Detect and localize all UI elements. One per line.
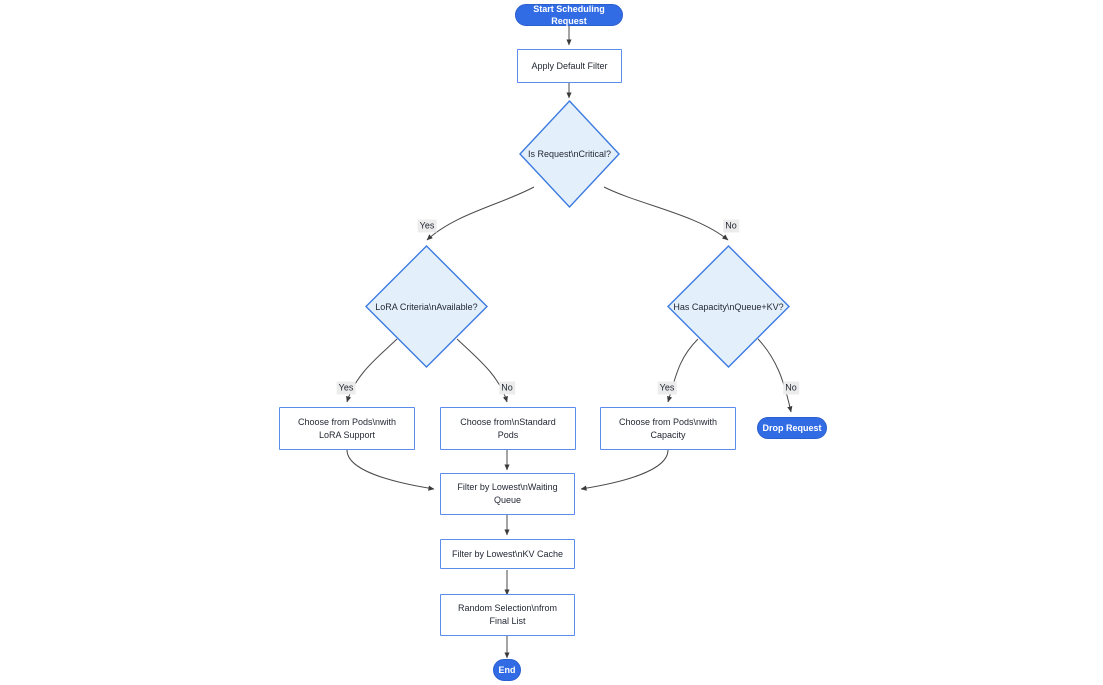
edge-label-capacity-no: No — [783, 381, 799, 395]
node-has-capacity[interactable]: Has Capacity\nQueue+KV? — [667, 245, 790, 368]
node-random-selection[interactable]: Random Selection\nfrom Final List — [440, 594, 575, 636]
node-start-label: Start Scheduling Request — [533, 4, 605, 26]
node-lora-criteria-available-label: LoRA Criteria\nAvailable? — [375, 301, 478, 312]
node-filter-waiting-queue-label: Filter by Lowest\nWaiting Queue — [457, 482, 558, 505]
node-random-selection-label: Random Selection\nfrom Final List — [457, 603, 558, 626]
node-choose-standard-pods-label: Choose from\nStandard Pods — [460, 416, 556, 440]
node-choose-pods-capacity[interactable]: Choose from Pods\nwith Capacity — [600, 407, 736, 450]
node-drop-request-label: Drop Request — [762, 423, 822, 433]
diamond-shape-critical — [519, 99, 620, 209]
node-lora-criteria-available[interactable]: LoRA Criteria\nAvailable? — [365, 245, 488, 368]
edge-label-lora-yes: Yes — [336, 381, 356, 395]
node-has-capacity-label: Has Capacity\nQueue+KV? — [673, 301, 784, 312]
edge-critical-to-lora — [426, 186, 535, 241]
edge-pods-lora-to-filter-queue — [346, 449, 435, 491]
edge-critical-to-capacity — [603, 186, 729, 241]
node-choose-pods-capacity-label: Choose from Pods\nwith Capacity — [618, 416, 718, 440]
diamond-shape-lora — [365, 245, 488, 368]
node-end[interactable]: End — [493, 659, 521, 681]
node-drop-request[interactable]: Drop Request — [757, 417, 827, 439]
node-choose-pods-lora-support-label: Choose from Pods\nwith LoRA Support — [297, 416, 397, 440]
node-end-label: End — [498, 665, 516, 675]
edge-label-critical-no: No — [723, 219, 739, 233]
node-choose-pods-lora-support[interactable]: Choose from Pods\nwith LoRA Support — [279, 407, 415, 450]
node-is-request-critical[interactable]: Is Request\nCritical? — [519, 99, 620, 209]
edge-pods-cap-to-filter-queue — [580, 449, 669, 491]
node-filter-waiting-queue[interactable]: Filter by Lowest\nWaiting Queue — [440, 473, 575, 515]
edge-label-critical-yes: Yes — [417, 219, 437, 233]
node-apply-default-filter[interactable]: Apply Default Filter — [517, 49, 622, 83]
node-choose-standard-pods[interactable]: Choose from\nStandard Pods — [440, 407, 576, 450]
diamond-shape-capacity — [667, 245, 790, 368]
node-is-request-critical-label: Is Request\nCritical? — [527, 149, 612, 159]
edge-label-lora-no: No — [499, 381, 515, 395]
node-filter-kv-cache-label: Filter by Lowest\nKV Cache — [451, 548, 564, 559]
edge-label-capacity-yes: Yes — [657, 381, 677, 395]
node-start[interactable]: Start Scheduling Request — [515, 4, 623, 26]
node-apply-default-filter-label: Apply Default Filter — [531, 60, 608, 71]
node-filter-kv-cache[interactable]: Filter by Lowest\nKV Cache — [440, 539, 575, 569]
